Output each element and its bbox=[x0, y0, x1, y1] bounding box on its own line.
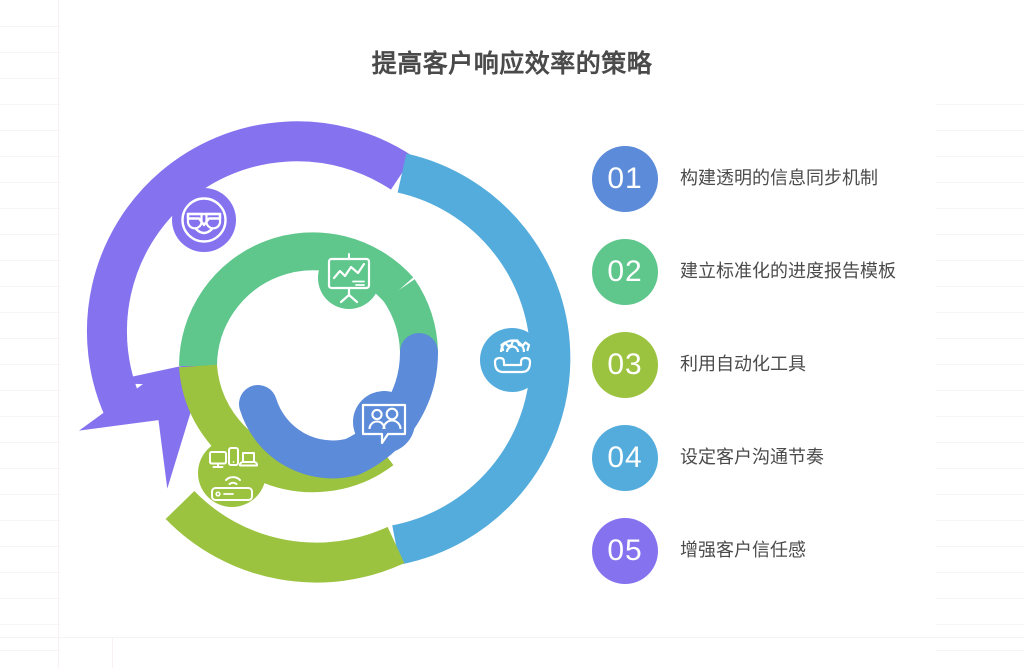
inner-blue-segment bbox=[239, 333, 439, 479]
background-rule bbox=[0, 104, 60, 105]
status-badge: 04 bbox=[592, 424, 658, 491]
spiral-svg bbox=[79, 121, 571, 583]
background-rule bbox=[0, 442, 60, 443]
status-badge: 02 bbox=[592, 238, 658, 305]
background-rule bbox=[936, 572, 1024, 573]
outer-blue-segment bbox=[392, 153, 571, 565]
background-divider bbox=[0, 637, 1024, 638]
legend-item-label: 利用自动化工具 bbox=[680, 354, 806, 375]
background-rule bbox=[0, 156, 60, 157]
background-rule bbox=[936, 156, 1024, 157]
background-rule bbox=[936, 130, 1024, 131]
background-rule bbox=[0, 26, 60, 27]
legend-item-label: 增强客户信任感 bbox=[680, 540, 806, 561]
list-item[interactable]: 02 建立标准化的进度报告模板 bbox=[592, 225, 932, 318]
background-rule bbox=[0, 338, 60, 339]
outer-purple-segment bbox=[79, 121, 414, 489]
background-rule bbox=[936, 182, 1024, 183]
purple-arrow-head bbox=[79, 360, 207, 489]
background-rule bbox=[0, 520, 60, 521]
background-rule bbox=[936, 390, 1024, 391]
background-rule bbox=[0, 650, 60, 651]
legend-list: 01 构建透明的信息同步机制 02 建立标准化的进度报告模板 03 利用自动化工… bbox=[592, 132, 932, 597]
background-rule bbox=[936, 624, 1024, 625]
status-badge: 01 bbox=[592, 145, 658, 212]
background-rule bbox=[936, 260, 1024, 261]
background-rule bbox=[0, 468, 60, 469]
background-rule bbox=[0, 598, 60, 599]
legend-item-label: 设定客户沟通节奏 bbox=[680, 447, 824, 468]
background-rule bbox=[0, 260, 60, 261]
background-rule bbox=[0, 546, 60, 547]
background-rule bbox=[0, 182, 60, 183]
background-rule bbox=[0, 416, 60, 417]
legend-item-label: 构建透明的信息同步机制 bbox=[680, 168, 878, 189]
status-badge: 05 bbox=[592, 517, 658, 584]
spiral-cycle-diagram bbox=[52, 120, 572, 590]
devices-router-icon bbox=[198, 439, 266, 507]
background-rule bbox=[936, 208, 1024, 209]
background-rule bbox=[0, 234, 60, 235]
background-rule bbox=[0, 364, 60, 365]
background-rule bbox=[0, 572, 60, 573]
background-rule bbox=[936, 286, 1024, 287]
list-item[interactable]: 03 利用自动化工具 bbox=[592, 318, 932, 411]
background-rule bbox=[936, 468, 1024, 469]
page-title: 提高客户响应效率的策略 bbox=[371, 50, 653, 78]
sunglasses-face-icon bbox=[172, 188, 236, 252]
status-badge: 03 bbox=[592, 331, 658, 398]
background-rule bbox=[936, 104, 1024, 105]
background-rule bbox=[0, 624, 60, 625]
background-rule bbox=[936, 312, 1024, 313]
background-rule bbox=[936, 650, 1024, 651]
background-rule bbox=[936, 546, 1024, 547]
background-rule bbox=[0, 312, 60, 313]
background-rule bbox=[0, 494, 60, 495]
people-chat-icon bbox=[353, 391, 415, 453]
background-rule bbox=[936, 416, 1024, 417]
list-item[interactable]: 05 增强客户信任感 bbox=[592, 504, 932, 597]
list-item[interactable]: 01 构建透明的信息同步机制 bbox=[592, 132, 932, 225]
legend-item-label: 建立标准化的进度报告模板 bbox=[680, 261, 896, 282]
gear-phone-icon bbox=[480, 328, 544, 392]
background-rule bbox=[0, 130, 60, 131]
background-rule bbox=[0, 208, 60, 209]
presentation-chart-icon bbox=[318, 247, 380, 309]
background-rule bbox=[936, 520, 1024, 521]
background-rule bbox=[936, 442, 1024, 443]
background-rule bbox=[936, 364, 1024, 365]
background-rule bbox=[936, 234, 1024, 235]
inner-green-segment bbox=[179, 232, 438, 367]
background-rule bbox=[0, 390, 60, 391]
background-rule bbox=[936, 494, 1024, 495]
background-rule bbox=[936, 598, 1024, 599]
outer-green-segment bbox=[165, 490, 405, 583]
list-item[interactable]: 04 设定客户沟通节奏 bbox=[592, 411, 932, 504]
background-rule bbox=[936, 338, 1024, 339]
background-rule bbox=[0, 286, 60, 287]
background-vertical-rule bbox=[112, 637, 113, 668]
